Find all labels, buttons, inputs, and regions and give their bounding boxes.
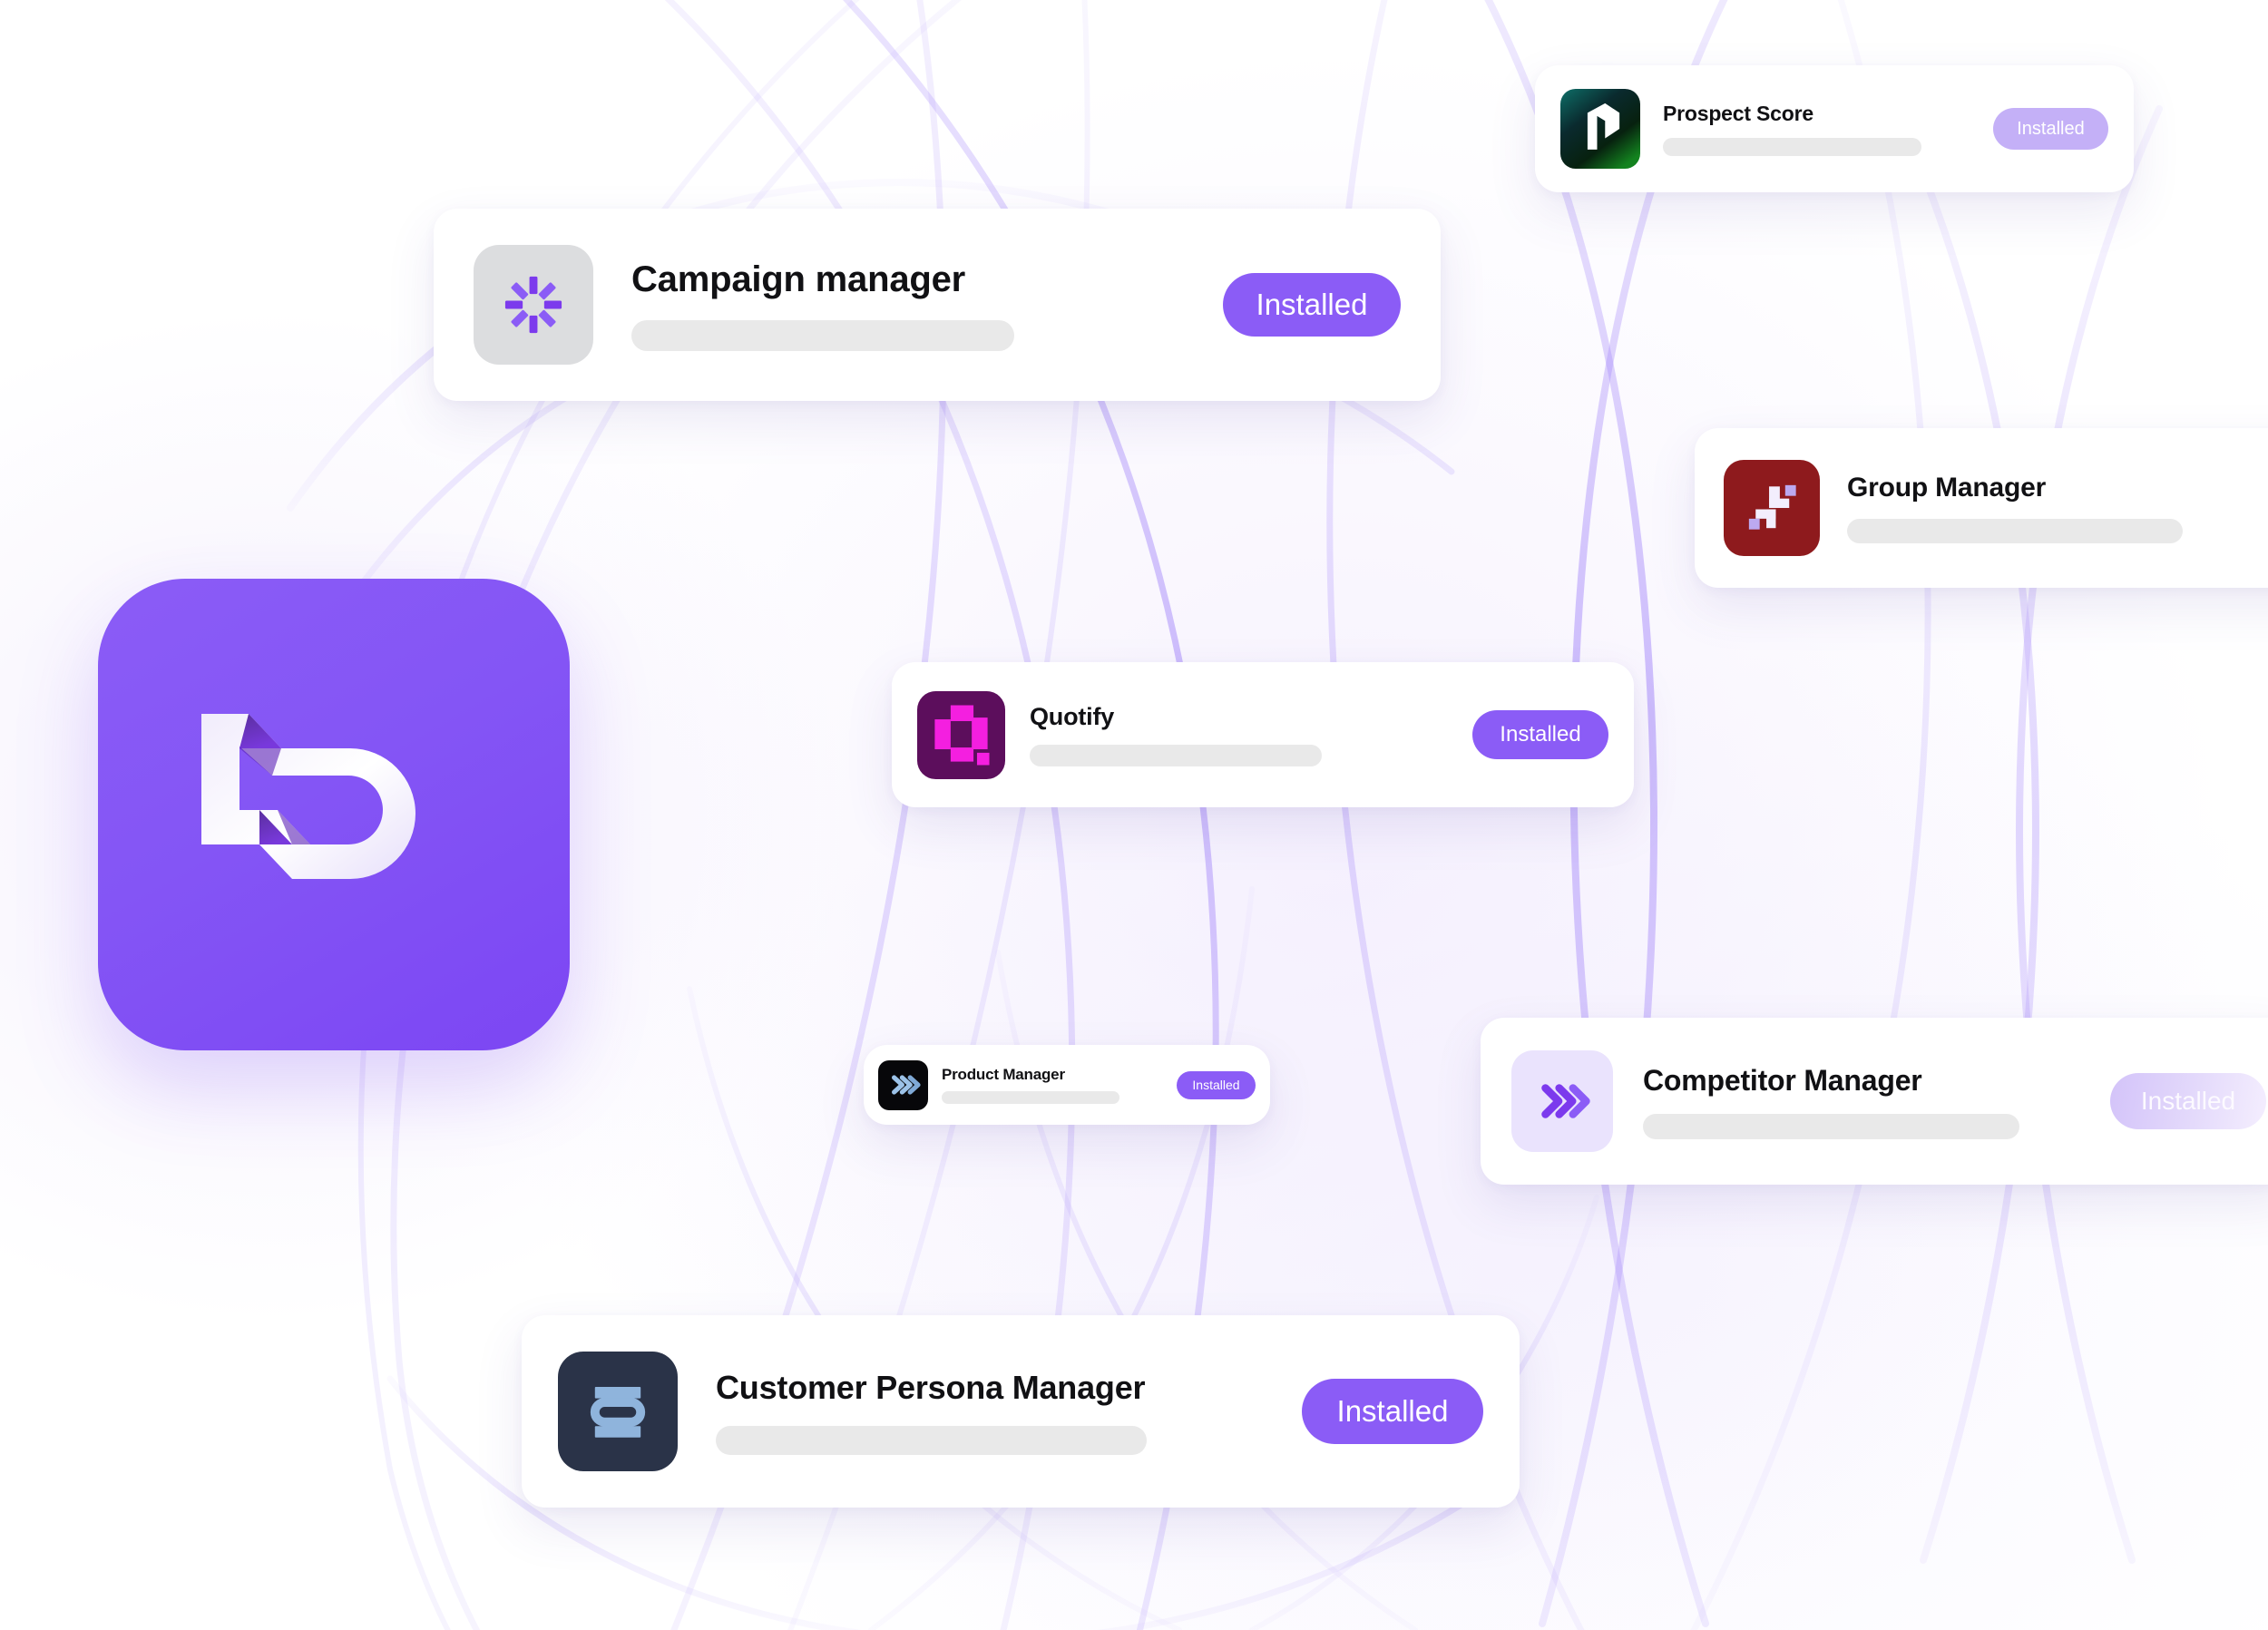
card-text-block: Competitor Manager (1643, 1064, 2110, 1139)
pixel-grid-icon (1724, 460, 1820, 556)
app-card-customer-persona-manager[interactable]: Customer Persona Manager Installed (522, 1315, 1520, 1508)
hexagon-p-icon (1560, 89, 1640, 169)
pixel-q-icon (917, 690, 1005, 779)
card-title: Quotify (1030, 703, 1115, 730)
app-card-group-manager[interactable]: Group Manager (1695, 428, 2268, 588)
card-text-block: Quotify (1030, 703, 1472, 766)
app-card-prospect-score[interactable]: Prospect Score Installed (1535, 65, 2134, 192)
installed-badge[interactable]: Installed (1302, 1379, 1483, 1444)
card-description-placeholder (716, 1425, 1147, 1455)
card-title: Campaign manager (631, 259, 966, 299)
app-card-quotify[interactable]: Quotify Installed (892, 662, 1634, 807)
card-description-placeholder (1663, 138, 1921, 156)
app-card-campaign-manager[interactable]: Campaign manager Installed (434, 209, 1441, 401)
card-text-block: Campaign manager (631, 259, 1223, 351)
card-description-placeholder (942, 1091, 1119, 1104)
card-title: Customer Persona Manager (716, 1368, 1146, 1406)
installed-badge[interactable]: Installed (1223, 273, 1401, 337)
card-text-block: Product Manager (942, 1066, 1177, 1104)
card-description-placeholder (1847, 519, 2183, 543)
card-title: Prospect Score (1663, 102, 1813, 125)
installed-badge[interactable]: Installed (1993, 108, 2108, 150)
card-text-block: Prospect Score (1663, 102, 1993, 156)
card-text-block: Customer Persona Manager (716, 1369, 1302, 1455)
installed-badge[interactable]: Installed (1472, 710, 1608, 759)
card-description-placeholder (1643, 1113, 2019, 1139)
card-title: Group Manager (1847, 473, 2047, 503)
installed-badge[interactable]: Installed (1177, 1070, 1256, 1099)
card-title: Product Manager (942, 1066, 1065, 1083)
starburst-icon (474, 245, 593, 365)
app-card-product-manager[interactable]: Product Manager Installed (864, 1045, 1270, 1125)
triple-chevron-icon (1511, 1050, 1613, 1152)
card-description-placeholder (1030, 745, 1322, 766)
installed-badge[interactable]: Installed (2110, 1073, 2266, 1129)
folded-d-logo-icon (201, 714, 415, 879)
card-description-placeholder (631, 319, 1014, 351)
triple-chevron-icon (878, 1059, 928, 1110)
brand-logo-tile (98, 579, 570, 1050)
persona-id-icon (558, 1352, 678, 1471)
card-text-block: Group Manager (1847, 473, 2268, 543)
card-title: Competitor Manager (1643, 1063, 1922, 1097)
app-card-competitor-manager[interactable]: Competitor Manager Installed (1481, 1018, 2268, 1185)
